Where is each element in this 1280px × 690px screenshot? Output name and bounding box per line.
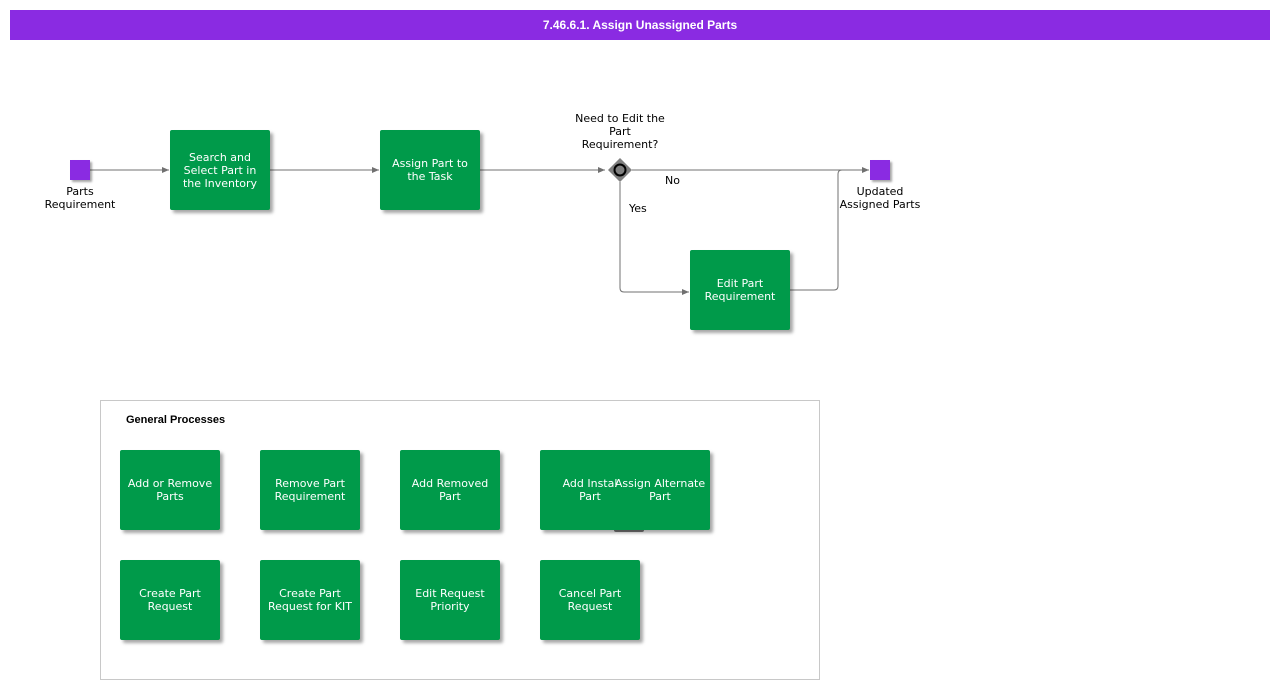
process-create-part-request-for-kit[interactable]: Create Part Request for KIT	[260, 560, 360, 640]
edge-gateway-yes-to-edit	[619, 182, 689, 295]
task-assign-part-label: Assign Part to the Task	[392, 157, 468, 183]
gateway-question: Need to Edit the Part Requirement?	[575, 112, 665, 151]
process-add-or-remove-parts[interactable]: Add or Remove Parts	[120, 450, 220, 530]
process-label: Add Removed Part	[411, 477, 489, 503]
process-label: Remove Part Requirement	[274, 477, 346, 503]
task-search-select-part[interactable]: Search and Select Part in the Inventory	[170, 130, 270, 210]
diagram-title: 7.46.6.1. Assign Unassigned Parts	[10, 10, 1270, 40]
process-label: Create Part Request	[139, 587, 201, 613]
start-event[interactable]	[70, 160, 90, 180]
process-label: Edit Request Priority	[415, 587, 485, 613]
edge-edit-to-end	[790, 169, 843, 291]
task-edit-part-requirement[interactable]: Edit Part Requirement	[690, 250, 790, 330]
gateway-diamond-icon[interactable]	[608, 158, 632, 182]
task-search-select-part-label: Search and Select Part in the Inventory	[182, 150, 258, 190]
process-label: Add or Remove Parts	[127, 477, 213, 503]
process-cancel-part-request[interactable]: Cancel Part Request	[540, 560, 640, 640]
process-assign-alternate-part-label: Assign Alternate Part	[614, 477, 706, 503]
task-assign-part[interactable]: Assign Part to the Task	[380, 130, 480, 210]
edge-label-no: No	[665, 174, 680, 187]
end-event[interactable]	[870, 160, 890, 180]
general-processes-group	[100, 400, 820, 680]
process-edit-request-priority[interactable]: Edit Request Priority	[400, 560, 500, 640]
task-edit-part-requirement-label: Edit Part Requirement	[704, 277, 776, 303]
end-event-label: Updated Assigned Parts	[839, 185, 921, 211]
process-add-installed-assign-alternate-part[interactable]: Add Instal Part Assign Alternate Part	[540, 450, 710, 530]
process-add-installed-part-label: Add Instal Part	[562, 477, 618, 503]
general-processes-title: General Processes	[126, 414, 226, 426]
process-label: Cancel Part Request	[558, 587, 622, 613]
process-create-part-request[interactable]: Create Part Request	[120, 560, 220, 640]
process-add-removed-part[interactable]: Add Removed Part	[400, 450, 500, 530]
process-remove-part-requirement[interactable]: Remove Part Requirement	[260, 450, 360, 530]
process-label: Create Part Request for KIT	[268, 587, 352, 613]
start-event-label: Parts Requirement	[44, 185, 116, 211]
edge-label-yes: Yes	[629, 202, 647, 215]
